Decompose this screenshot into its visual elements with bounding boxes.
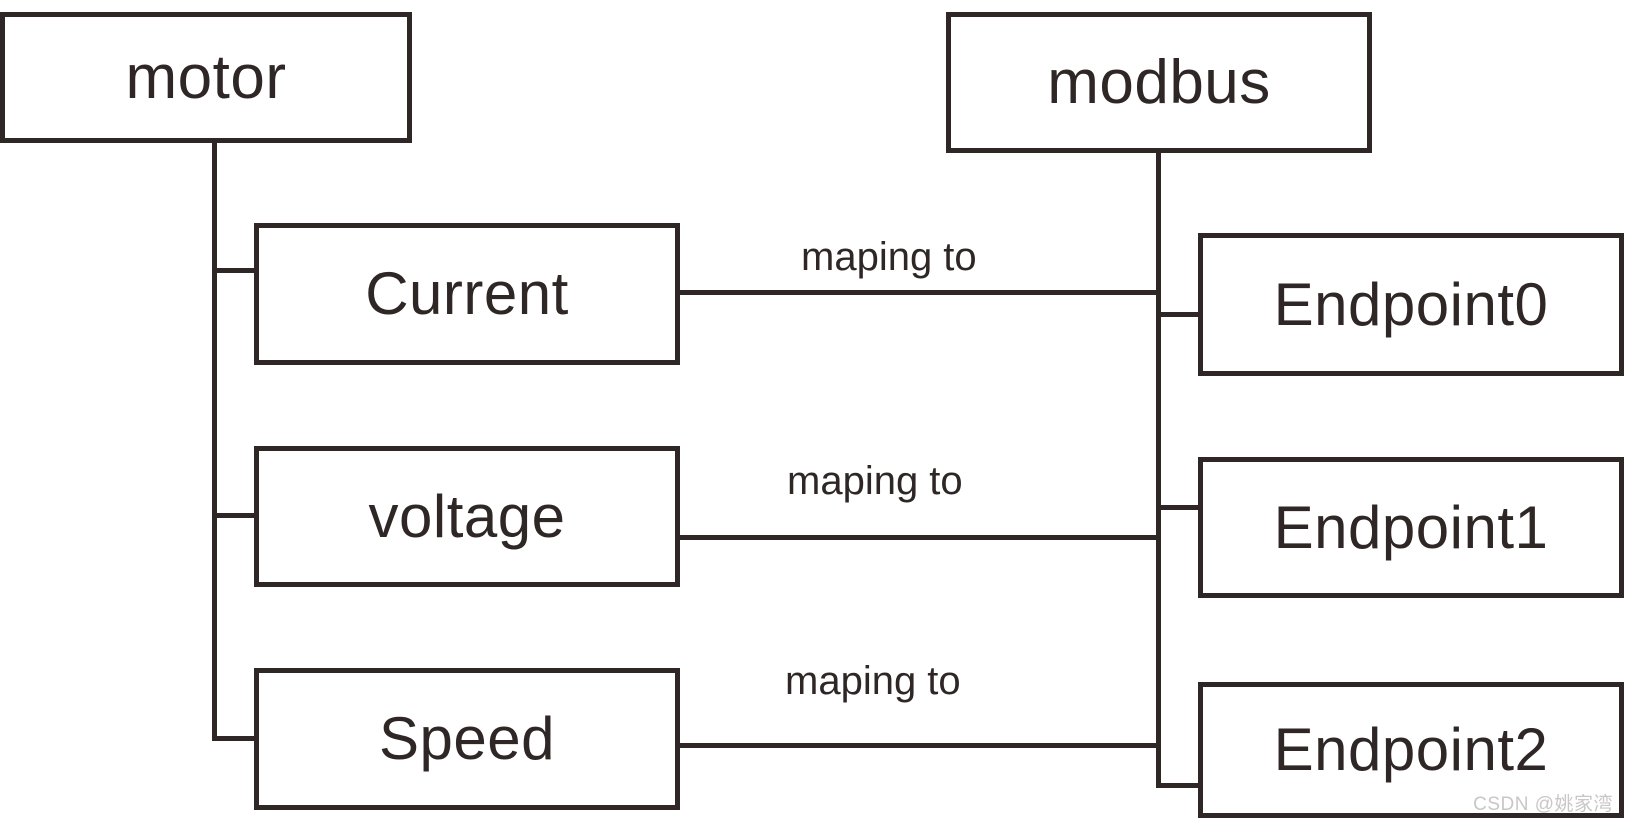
node-motor[interactable]: motor <box>0 12 412 143</box>
connector-modbus-to-endpoint2 <box>1156 783 1202 788</box>
node-motor-label: motor <box>125 42 287 112</box>
node-current[interactable]: Current <box>254 223 680 365</box>
connector-modbus-trunk <box>1156 150 1161 788</box>
node-speed[interactable]: Speed <box>254 668 680 810</box>
node-endpoint0[interactable]: Endpoint0 <box>1198 233 1624 376</box>
connector-motor-to-current <box>212 268 258 273</box>
mapping-label-current-endpoint0: maping to <box>793 236 985 278</box>
node-current-label: Current <box>365 260 569 327</box>
mapping-label-voltage-endpoint1: maping to <box>779 460 971 502</box>
node-voltage-label: voltage <box>368 482 566 550</box>
node-endpoint1-label: Endpoint1 <box>1273 493 1549 561</box>
connector-motor-to-voltage <box>212 513 258 518</box>
csdn-watermark: CSDN @姚家湾 <box>1473 794 1613 815</box>
node-modbus-label: modbus <box>1047 47 1271 117</box>
node-endpoint2[interactable]: Endpoint2 <box>1198 682 1624 818</box>
node-endpoint0-label: Endpoint0 <box>1273 270 1549 338</box>
node-speed-label: Speed <box>379 705 555 772</box>
connector-modbus-to-endpoint0 <box>1156 312 1202 317</box>
connector-motor-trunk <box>212 140 217 741</box>
connector-modbus-to-endpoint1 <box>1156 505 1202 510</box>
node-modbus[interactable]: modbus <box>946 12 1372 153</box>
connector-motor-to-speed <box>212 736 258 741</box>
mapping-label-speed-endpoint2: maping to <box>777 660 969 702</box>
mapping-link-voltage-endpoint1 <box>676 535 1160 540</box>
mapping-link-speed-endpoint2 <box>676 743 1160 748</box>
node-voltage[interactable]: voltage <box>254 446 680 587</box>
node-endpoint2-label: Endpoint2 <box>1273 716 1549 783</box>
mapping-link-current-endpoint0 <box>676 290 1160 295</box>
node-endpoint1[interactable]: Endpoint1 <box>1198 457 1624 598</box>
